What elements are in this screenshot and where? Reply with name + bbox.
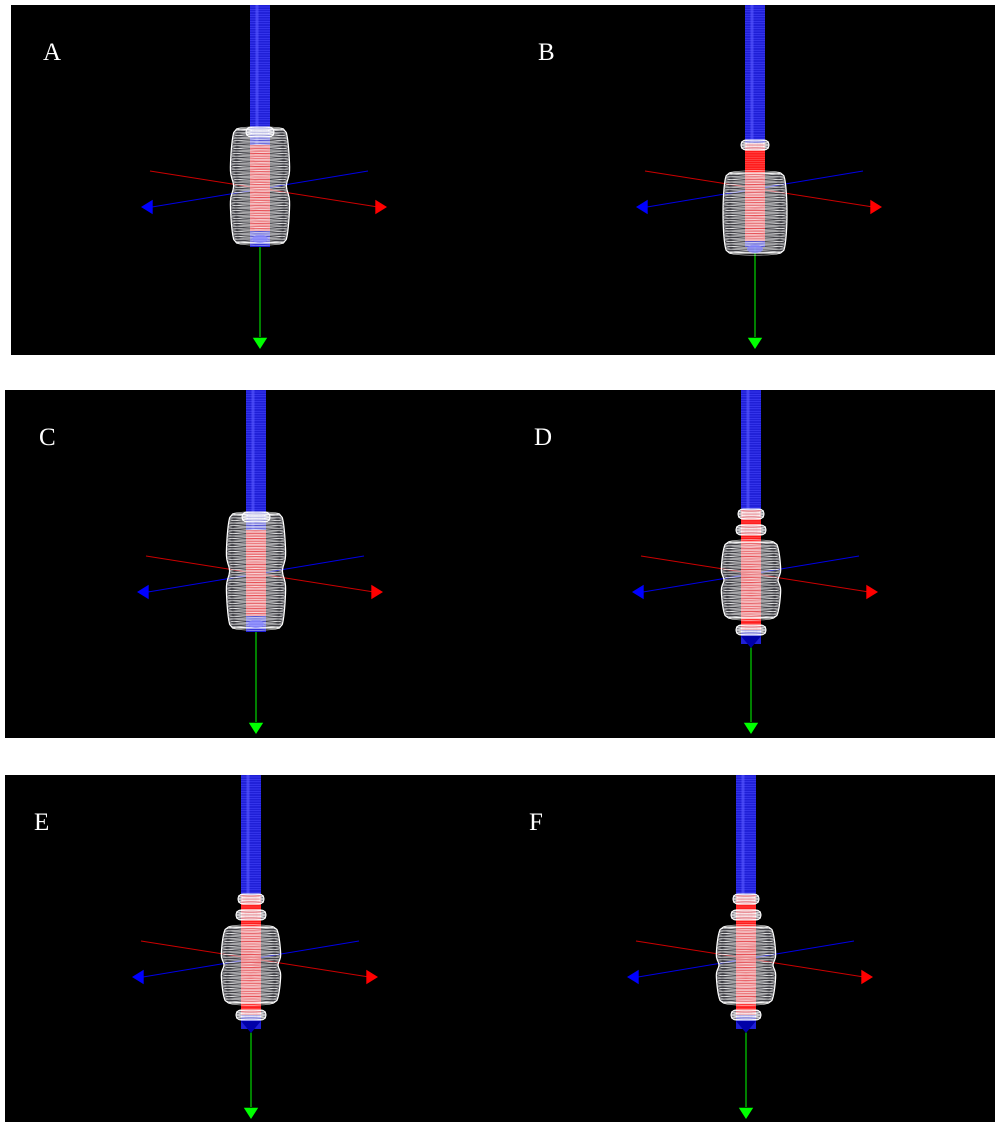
lower-contact-ring (735, 624, 767, 636)
wireframe-shell (220, 924, 282, 1006)
blue-cone-arrow-icon (141, 199, 153, 215)
wireframe-shell (229, 126, 291, 246)
red-cone-arrow-icon (861, 969, 873, 985)
blue-cone-arrow-icon (137, 584, 149, 600)
panel-label-d: D (534, 424, 552, 451)
green-cone-arrow-icon (243, 1107, 259, 1119)
wireframe-shell (225, 511, 287, 631)
panel-f: F (529, 775, 873, 1119)
panel-label-f: F (529, 809, 543, 836)
red-cone-arrow-icon (371, 584, 383, 600)
upper-contact-ring (737, 508, 765, 520)
tip-cone-icon (741, 636, 761, 648)
lower-contact-ring (235, 1009, 267, 1021)
blue-cone-arrow-icon (132, 969, 144, 985)
panel-label-a: A (43, 39, 61, 66)
green-cone-arrow-icon (738, 1107, 754, 1119)
upper-contact-ring (237, 893, 265, 905)
middle-contact-ring (235, 909, 267, 921)
lower-contact-ring (730, 1009, 762, 1021)
tip-cone-icon (241, 1021, 261, 1033)
green-cone-arrow-icon (252, 337, 268, 349)
green-cone-arrow-icon (747, 337, 763, 349)
panel-e: E (34, 775, 378, 1119)
panel-a: A (43, 5, 387, 349)
red-cone-arrow-icon (375, 199, 387, 215)
upper-contact-ring (740, 139, 770, 151)
tip-cap-icon (248, 620, 264, 628)
panel-label-b: B (538, 39, 555, 66)
panel-label-e: E (34, 809, 49, 836)
upper-contact-ring (245, 126, 275, 138)
blue-cone-arrow-icon (636, 199, 648, 215)
tip-cone-icon (736, 1021, 756, 1033)
tip-cap-icon (252, 235, 268, 243)
panel-d: D (534, 390, 878, 734)
green-cone-arrow-icon (743, 722, 759, 734)
blue-cone-arrow-icon (627, 969, 639, 985)
wireframe-shell (722, 170, 788, 256)
red-cone-arrow-icon (866, 584, 878, 600)
panel-label-c: C (39, 424, 56, 451)
wireframe-shell (715, 924, 777, 1006)
panel-b: B (538, 5, 882, 349)
red-cone-arrow-icon (870, 199, 882, 215)
green-cone-arrow-icon (248, 722, 264, 734)
wireframe-shell (720, 539, 782, 621)
middle-contact-ring (735, 524, 767, 536)
tip-cap-icon (747, 245, 763, 253)
blue-cone-arrow-icon (632, 584, 644, 600)
upper-contact-ring (732, 893, 760, 905)
red-cone-arrow-icon (366, 969, 378, 985)
upper-contact-ring (241, 511, 271, 523)
panel-c: C (39, 390, 383, 734)
middle-contact-ring (730, 909, 762, 921)
